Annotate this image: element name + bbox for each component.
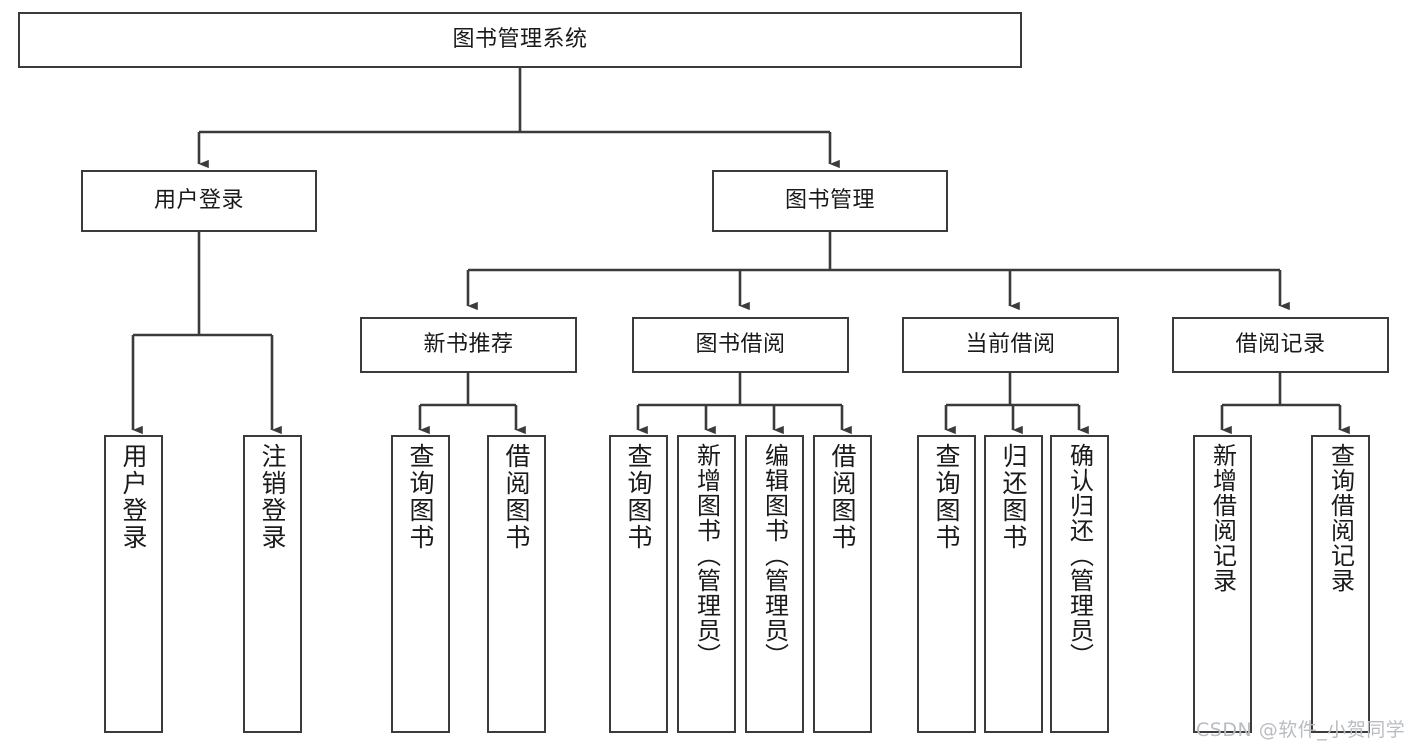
node-leaf-confirm-return[interactable]: 确认归还（管理员）	[1050, 435, 1109, 733]
node-borrow-record[interactable]: 借阅记录	[1172, 317, 1389, 373]
node-leaf-confirm-return-label: 确认归还（管理员）	[1065, 443, 1094, 668]
node-leaf-query-record[interactable]: 查询借阅记录	[1311, 435, 1370, 733]
node-user-login-label: 用户登录	[153, 187, 244, 213]
node-leaf-edit-book-label: 编辑图书（管理员）	[760, 443, 789, 668]
node-leaf-query-book-1[interactable]: 查询图书	[391, 435, 450, 733]
node-leaf-query-book-1-label: 查询图书	[406, 443, 435, 551]
node-leaf-borrow-book-2[interactable]: 借阅图书	[813, 435, 872, 733]
node-new-book-recommend[interactable]: 新书推荐	[360, 317, 577, 373]
csdn-watermark: CSDN @软件_小贺同学	[1196, 719, 1405, 741]
node-leaf-user-login-label: 用户登录	[119, 443, 148, 551]
node-current-borrow[interactable]: 当前借阅	[902, 317, 1119, 373]
node-new-book-recommend-label: 新书推荐	[423, 331, 514, 357]
node-leaf-borrow-book-1-label: 借阅图书	[502, 443, 531, 551]
node-leaf-borrow-book-2-label: 借阅图书	[828, 443, 857, 551]
node-user-login[interactable]: 用户登录	[81, 170, 317, 232]
node-leaf-query-record-label: 查询借阅记录	[1326, 443, 1355, 593]
node-leaf-query-book-3[interactable]: 查询图书	[917, 435, 976, 733]
node-book-borrow-label: 图书借阅	[695, 331, 786, 357]
node-current-borrow-label: 当前借阅	[965, 331, 1056, 357]
node-leaf-user-logout[interactable]: 注销登录	[243, 435, 302, 733]
node-leaf-query-book-2-label: 查询图书	[624, 443, 653, 551]
node-root-system[interactable]: 图书管理系统	[18, 12, 1022, 68]
node-leaf-add-book[interactable]: 新增图书（管理员）	[677, 435, 736, 733]
node-book-manage[interactable]: 图书管理	[712, 170, 948, 232]
node-leaf-borrow-book-1[interactable]: 借阅图书	[487, 435, 546, 733]
node-borrow-record-label: 借阅记录	[1235, 331, 1326, 357]
node-leaf-query-book-3-label: 查询图书	[932, 443, 961, 551]
node-leaf-edit-book[interactable]: 编辑图书（管理员）	[745, 435, 804, 733]
node-leaf-return-book-label: 归还图书	[999, 443, 1028, 551]
node-book-borrow[interactable]: 图书借阅	[632, 317, 849, 373]
node-book-manage-label: 图书管理	[784, 187, 875, 213]
node-root-system-label: 图书管理系统	[452, 26, 588, 52]
node-leaf-query-book-2[interactable]: 查询图书	[609, 435, 668, 733]
node-leaf-user-logout-label: 注销登录	[258, 443, 287, 551]
node-leaf-add-record-label: 新增借阅记录	[1208, 443, 1237, 593]
node-leaf-add-record[interactable]: 新增借阅记录	[1193, 435, 1252, 733]
node-leaf-return-book[interactable]: 归还图书	[984, 435, 1043, 733]
node-leaf-user-login[interactable]: 用户登录	[104, 435, 163, 733]
node-leaf-add-book-label: 新增图书（管理员）	[692, 443, 721, 668]
